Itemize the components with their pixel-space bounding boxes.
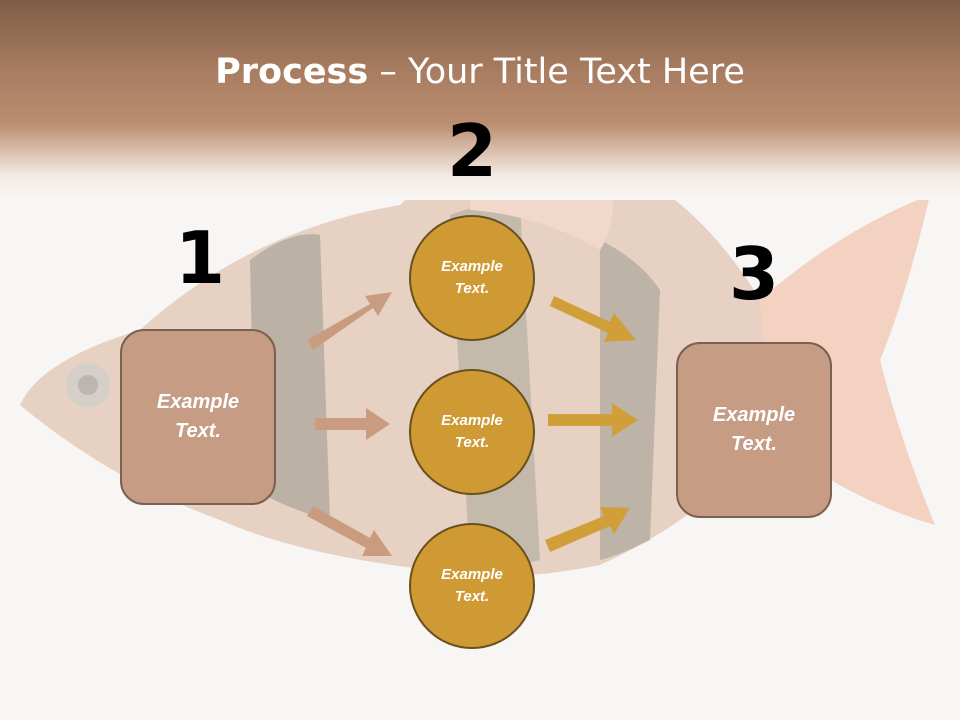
circle-3-label: Example Text. [441,565,503,606]
input-box[interactable]: Example Text. [120,329,276,505]
circle-3[interactable]: Example Text. [409,523,535,649]
circle-1-label: Example Text. [441,257,503,298]
arrow-input-to-circle-3 [307,506,392,556]
title-banner: Process – Your Title Text Here [0,0,960,200]
circle-1[interactable]: Example Text. [409,215,535,341]
slide-title: Process – Your Title Text Here [0,52,960,92]
circle-2[interactable]: Example Text. [409,369,535,495]
output-box-label: Example Text. [712,404,796,455]
arrow-circle-1-to-output [550,296,636,342]
circle-2-label: Example Text. [441,411,503,452]
arrow-circle-2-to-output [548,403,638,437]
title-bold: Process [215,52,369,92]
arrow-input-to-circle-1 [307,292,392,350]
arrow-input-to-circle-2 [315,408,390,440]
arrow-circle-3-to-output [545,507,630,552]
step-number-2: 2 [446,109,498,193]
output-box[interactable]: Example Text. [676,342,832,518]
title-rest: – Your Title Text Here [368,52,745,92]
step-number-3: 3 [728,232,780,316]
input-box-label: Example Text. [156,391,240,442]
step-number-1: 1 [174,216,226,300]
